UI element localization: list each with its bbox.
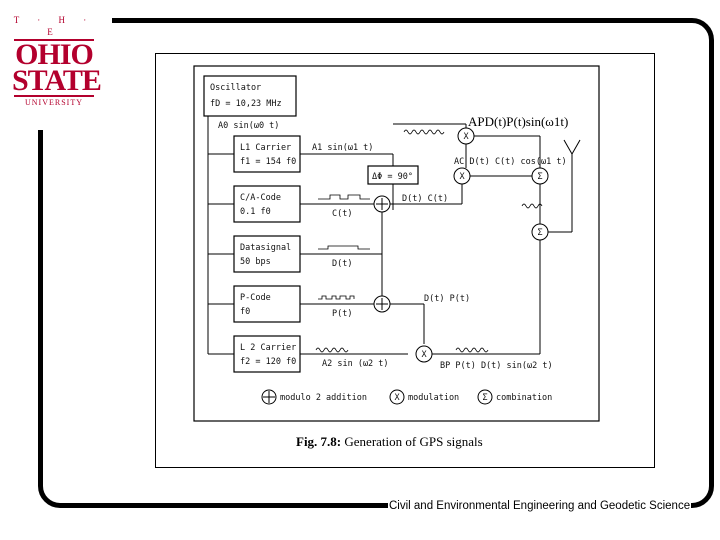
combination-node-l1 (531, 167, 549, 185)
figure-caption: Fig. 7.8: Generation of GPS signals (296, 434, 483, 450)
logo-university: UNIVERSITY (25, 98, 83, 107)
oscillator-output-label: A0 sin(ω0 t) (218, 121, 279, 131)
combination-symbol: Σ (537, 172, 542, 182)
l2-modulated-label: BP P(t) D(t) sin(ω2 t) (440, 361, 553, 371)
caption-text: Generation of GPS signals (344, 434, 483, 449)
modulation-symbol: X (459, 172, 465, 182)
combination-node-out (531, 223, 549, 241)
dc-label: D(t) C(t) (402, 194, 448, 204)
frame-gap (0, 0, 112, 130)
plus-signs (263, 198, 388, 403)
ca-frequency: 0.1 f0 (240, 207, 271, 217)
modulation-symbol: X (463, 132, 469, 142)
modulation-symbol: X (394, 393, 400, 403)
l1-title: L1 Carrier (240, 143, 291, 153)
logo-the: T · H · E (13, 15, 95, 37)
wiring (207, 116, 581, 362)
l2-frequency: f2 = 120 f0 (240, 357, 296, 367)
legend-add-label: modulo 2 addition (280, 393, 367, 403)
dp-label: D(t) P(t) (424, 294, 470, 304)
modulation-symbol: X (421, 350, 427, 360)
phase-shift-label: ΔΦ = 90° (372, 172, 413, 182)
ca-title: C/A-Code (240, 193, 281, 203)
data-rate: 50 bps (240, 257, 271, 267)
figure-scan: X X X X Σ Σ Σ Oscillator fD = 10,23 MHz … (155, 53, 655, 468)
legend-mod-label: modulation (408, 393, 459, 403)
p-code-frequency: f0 (240, 307, 250, 317)
ohio-state-logo: T · H · E OHIO STATE UNIVERSITY (12, 14, 102, 107)
p-code-title: P-Code (240, 293, 271, 303)
ca-output-label: C(t) (332, 209, 352, 219)
logo-rule (14, 39, 94, 41)
modulation-node-top (457, 127, 475, 145)
caption-label: Fig. 7.8: (296, 434, 342, 449)
l2-title: L 2 Carrier (240, 343, 296, 353)
legend-mod-symbol (389, 389, 405, 405)
combination-symbol: Σ (537, 228, 542, 238)
modulation-node-l2 (415, 345, 433, 363)
logo-rule (14, 95, 94, 97)
data-title: Datasignal (240, 243, 291, 253)
footer-department: Civil and Environmental Engineering and … (388, 500, 692, 512)
diagram-border (193, 65, 600, 422)
l2-output-label: A2 sin (ω2 t) (322, 359, 389, 369)
data-output-label: D(t) (332, 259, 352, 269)
l1-frequency: f1 = 154 f0 (240, 157, 296, 167)
l1-output-label: A1 sin(ω1 t) (312, 143, 373, 153)
oscillator-block (203, 75, 297, 117)
l1-ca-signal-label: AC D(t) C(t) cos(ω1 t) (454, 157, 567, 167)
slide-frame (38, 18, 714, 508)
waveforms (315, 129, 543, 353)
oscillator-frequency: fD = 10,23 MHz (210, 99, 282, 109)
logo-ohio: OHIO (15, 38, 94, 71)
p-output-label: P(t) (332, 309, 352, 319)
oscillator-title: Oscillator (210, 83, 261, 93)
legend-comb-symbol (477, 389, 493, 405)
gps-signal-diagram: X X X X Σ Σ Σ Oscillator fD = 10,23 MHz … (193, 65, 600, 422)
legend-comb-label: combination (496, 393, 552, 403)
combination-symbol: Σ (482, 393, 487, 403)
p-code-signal-annotation: APD(t)P(t)sin(ω1t) (468, 114, 569, 129)
modulation-node-l1 (453, 167, 471, 185)
logo-state: STATE (12, 64, 102, 97)
